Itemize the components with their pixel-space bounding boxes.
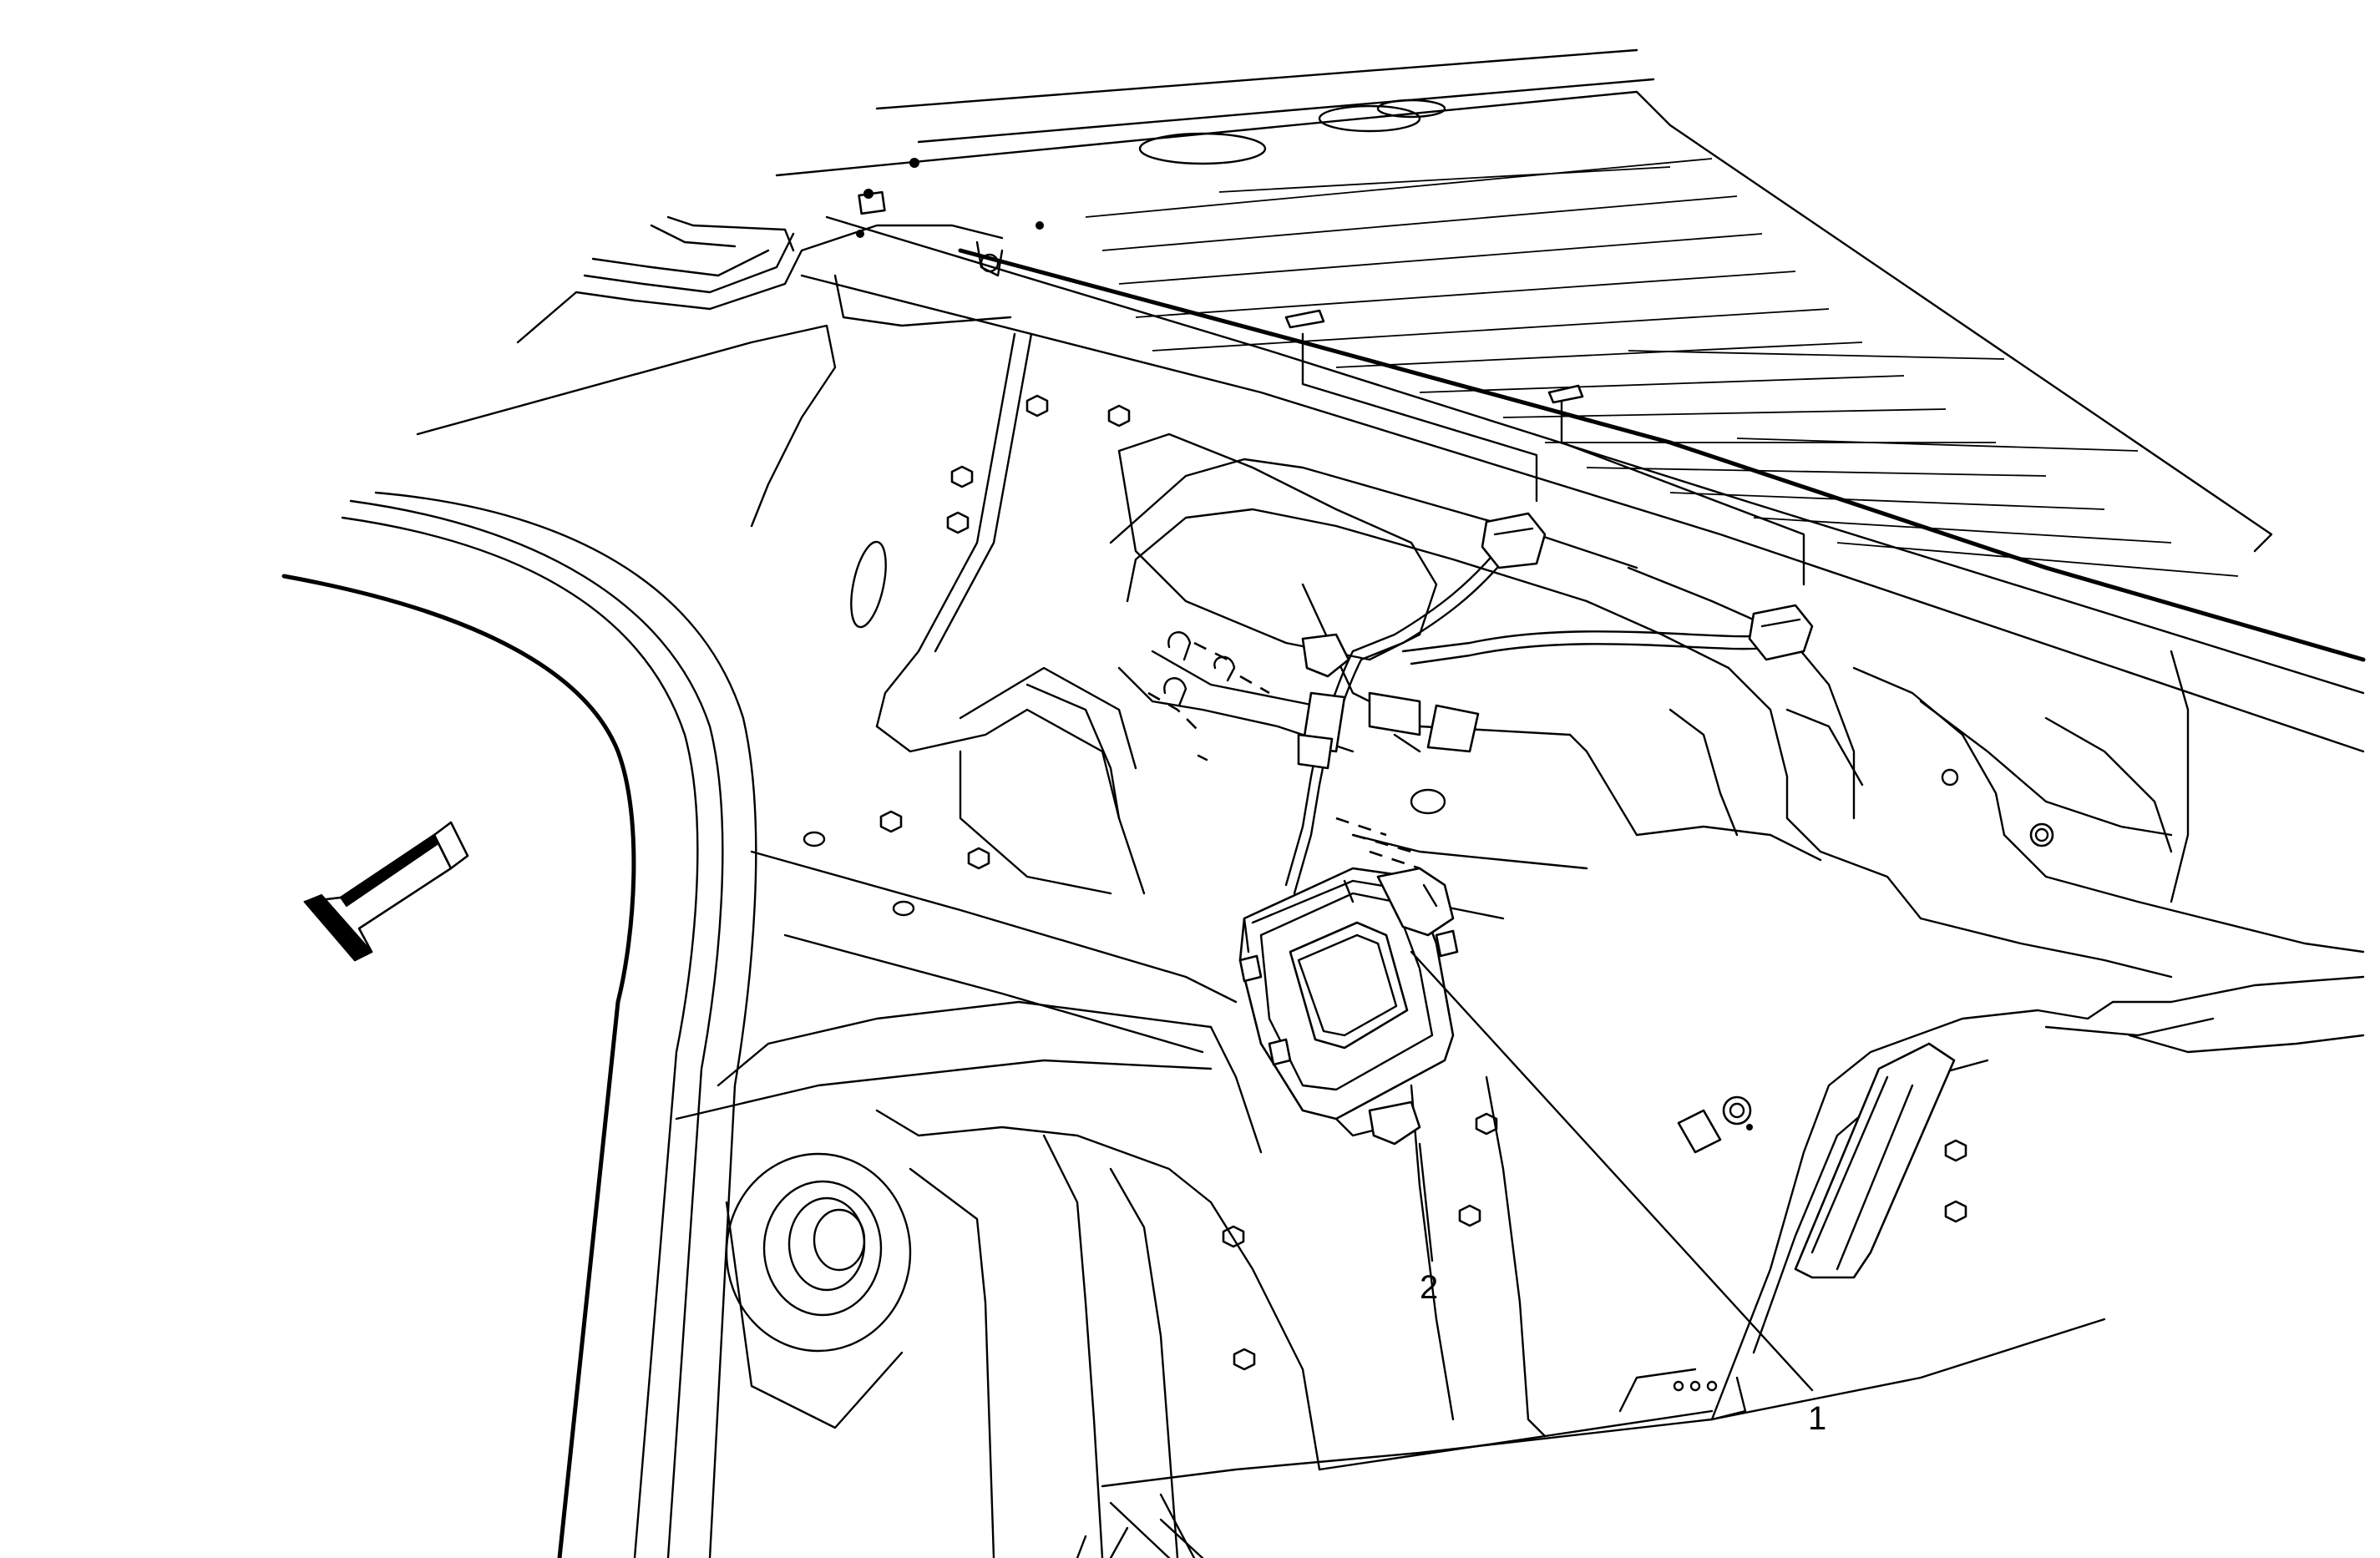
upper-trim: [416, 158, 1044, 528]
antenna-harness: [1284, 309, 1814, 895]
callout-2-leader: [1418, 1142, 1434, 1262]
mounting-clips: [1147, 631, 1420, 870]
quarter-panel: [281, 491, 2365, 1558]
rear-shelf-panel: [775, 48, 2366, 753]
callout-2-label: 2: [1420, 1269, 1438, 1306]
callout-1-label: 1: [1808, 1400, 1826, 1437]
callout-leaders: [1410, 950, 1814, 1392]
callout-1-leader: [1410, 950, 1814, 1392]
front-direction-arrow-icon: [303, 821, 469, 962]
bulkhead-panel: [803, 332, 2365, 1371]
receiver-module: [1238, 867, 1459, 1146]
